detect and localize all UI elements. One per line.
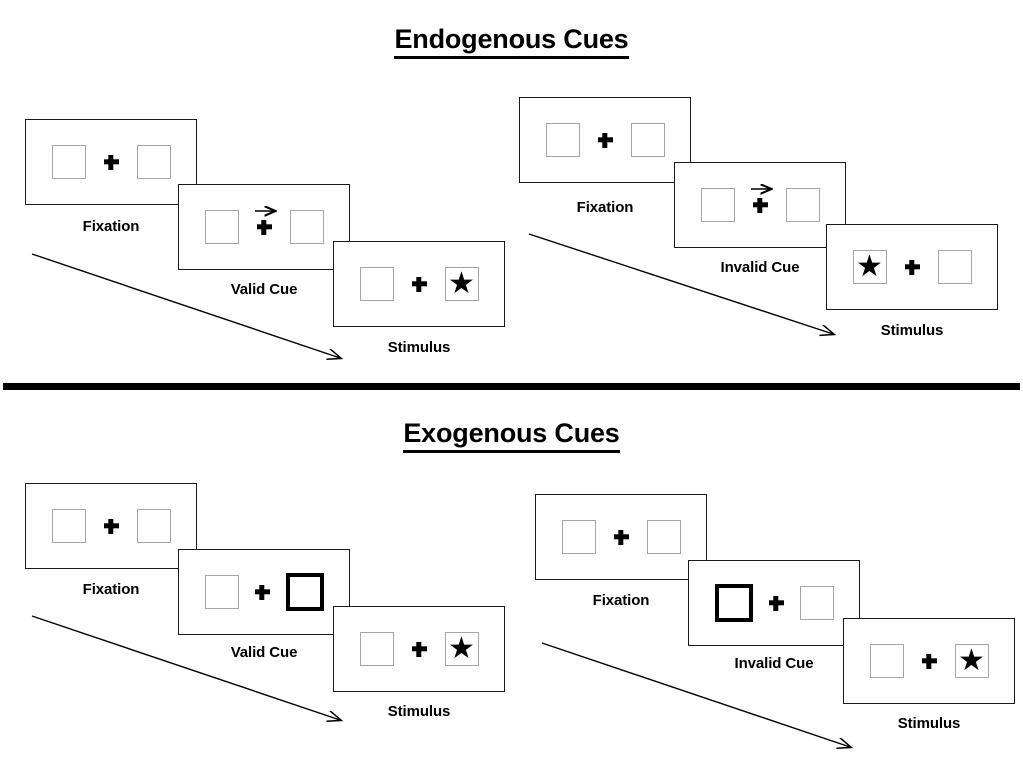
panel-content <box>689 561 859 645</box>
panel-content <box>536 495 706 579</box>
panel-endogenous-invalid-stimulus[interactable]: ★ <box>826 224 998 310</box>
right-box-target: ★ <box>444 266 479 301</box>
arrow-right-small-icon <box>254 205 280 217</box>
fixation-plus-icon <box>254 584 270 600</box>
stimulus-row <box>51 145 171 179</box>
fixation-plus-icon <box>411 276 427 292</box>
caption-endogenous-valid-stimulus: Stimulus <box>387 339 451 356</box>
right-box <box>937 250 972 284</box>
fixation-plus-icon <box>254 220 272 235</box>
panel-content <box>179 550 349 634</box>
panel-exogenous-invalid-fixation[interactable] <box>535 494 707 580</box>
left-box <box>869 644 904 678</box>
stimulus-row <box>561 520 681 554</box>
stimulus-row: ★ <box>359 631 479 666</box>
panel-exogenous-valid-cue[interactable] <box>178 549 350 635</box>
left-box <box>545 123 580 157</box>
fixation-plus-icon <box>597 132 613 148</box>
caption-exogenous-valid-stimulus: Stimulus <box>387 703 451 720</box>
right-box <box>646 520 681 554</box>
panel-content <box>520 98 690 182</box>
stimulus-row <box>700 188 820 222</box>
panel-content: ★ <box>334 607 504 691</box>
fixation-plus-icon <box>921 653 937 669</box>
caption-endogenous-invalid-cue: Invalid Cue <box>720 259 800 276</box>
panel-exogenous-invalid-cue[interactable] <box>688 560 860 646</box>
left-box <box>359 267 394 301</box>
right-box <box>630 123 665 157</box>
caption-endogenous-valid-cue: Valid Cue <box>230 281 298 298</box>
panel-exogenous-valid-fixation[interactable] <box>25 483 197 569</box>
right-box <box>785 188 820 222</box>
star-icon: ★ <box>958 643 985 678</box>
stimulus-row: ★ <box>869 643 989 678</box>
caption-exogenous-valid-fixation: Fixation <box>82 581 140 598</box>
caption-endogenous-invalid-stimulus: Stimulus <box>880 322 944 339</box>
stimulus-row <box>545 123 665 157</box>
panel-content <box>179 185 349 269</box>
right-box-target: ★ <box>444 631 479 666</box>
fixation-plus-icon <box>750 198 768 213</box>
arrow-right-small-icon <box>750 183 776 195</box>
panel-endogenous-invalid-fixation[interactable] <box>519 97 691 183</box>
panel-exogenous-valid-stimulus[interactable]: ★ <box>333 606 505 692</box>
panel-endogenous-valid-stimulus[interactable]: ★ <box>333 241 505 327</box>
left-box <box>561 520 596 554</box>
caption-endogenous-invalid-fixation: Fixation <box>576 199 634 216</box>
stimulus-row <box>204 573 324 611</box>
fixation-plus-icon <box>411 641 427 657</box>
panel-exogenous-invalid-stimulus[interactable]: ★ <box>843 618 1015 704</box>
fixation-plus-icon <box>613 529 629 545</box>
panel-content <box>26 484 196 568</box>
stimulus-row <box>51 509 171 543</box>
left-box <box>204 210 239 244</box>
panel-content <box>26 120 196 204</box>
right-box <box>289 210 324 244</box>
star-icon: ★ <box>856 249 883 284</box>
caption-endogenous-valid-fixation: Fixation <box>82 218 140 235</box>
left-box-target: ★ <box>852 249 887 284</box>
stimulus-row <box>714 584 834 622</box>
right-box-target: ★ <box>954 643 989 678</box>
fixation-plus-icon <box>904 259 920 275</box>
section-title-exogenous: Exogenous Cues <box>0 418 1023 453</box>
left-box <box>51 145 86 179</box>
panel-content <box>675 163 845 247</box>
left-box <box>700 188 735 222</box>
section-divider <box>3 383 1020 390</box>
panel-content: ★ <box>827 225 997 309</box>
section-title-exogenous-text: Exogenous Cues <box>403 418 620 453</box>
star-icon: ★ <box>448 631 475 666</box>
left-box-cued <box>714 584 753 622</box>
panel-endogenous-valid-cue[interactable] <box>178 184 350 270</box>
panel-content: ★ <box>334 242 504 326</box>
fixation-plus-icon <box>103 154 119 170</box>
stimulus-row: ★ <box>852 249 972 284</box>
caption-exogenous-invalid-fixation: Fixation <box>592 592 650 609</box>
right-box <box>136 145 171 179</box>
stimulus-row: ★ <box>359 266 479 301</box>
caption-exogenous-invalid-stimulus: Stimulus <box>897 715 961 732</box>
section-title-endogenous: Endogenous Cues <box>0 24 1023 59</box>
right-box-cued <box>285 573 324 611</box>
stimulus-row <box>204 210 324 244</box>
panel-content: ★ <box>844 619 1014 703</box>
left-box <box>359 632 394 666</box>
section-title-endogenous-text: Endogenous Cues <box>394 24 629 59</box>
right-box <box>799 586 834 620</box>
caption-exogenous-valid-cue: Valid Cue <box>230 644 298 661</box>
panel-endogenous-invalid-cue[interactable] <box>674 162 846 248</box>
fixation-plus-icon <box>103 518 119 534</box>
star-icon: ★ <box>448 266 475 301</box>
right-box <box>136 509 171 543</box>
fixation-plus-icon <box>768 595 784 611</box>
panel-endogenous-valid-fixation[interactable] <box>25 119 197 205</box>
caption-exogenous-invalid-cue: Invalid Cue <box>734 655 814 672</box>
left-box <box>51 509 86 543</box>
left-box <box>204 575 239 609</box>
